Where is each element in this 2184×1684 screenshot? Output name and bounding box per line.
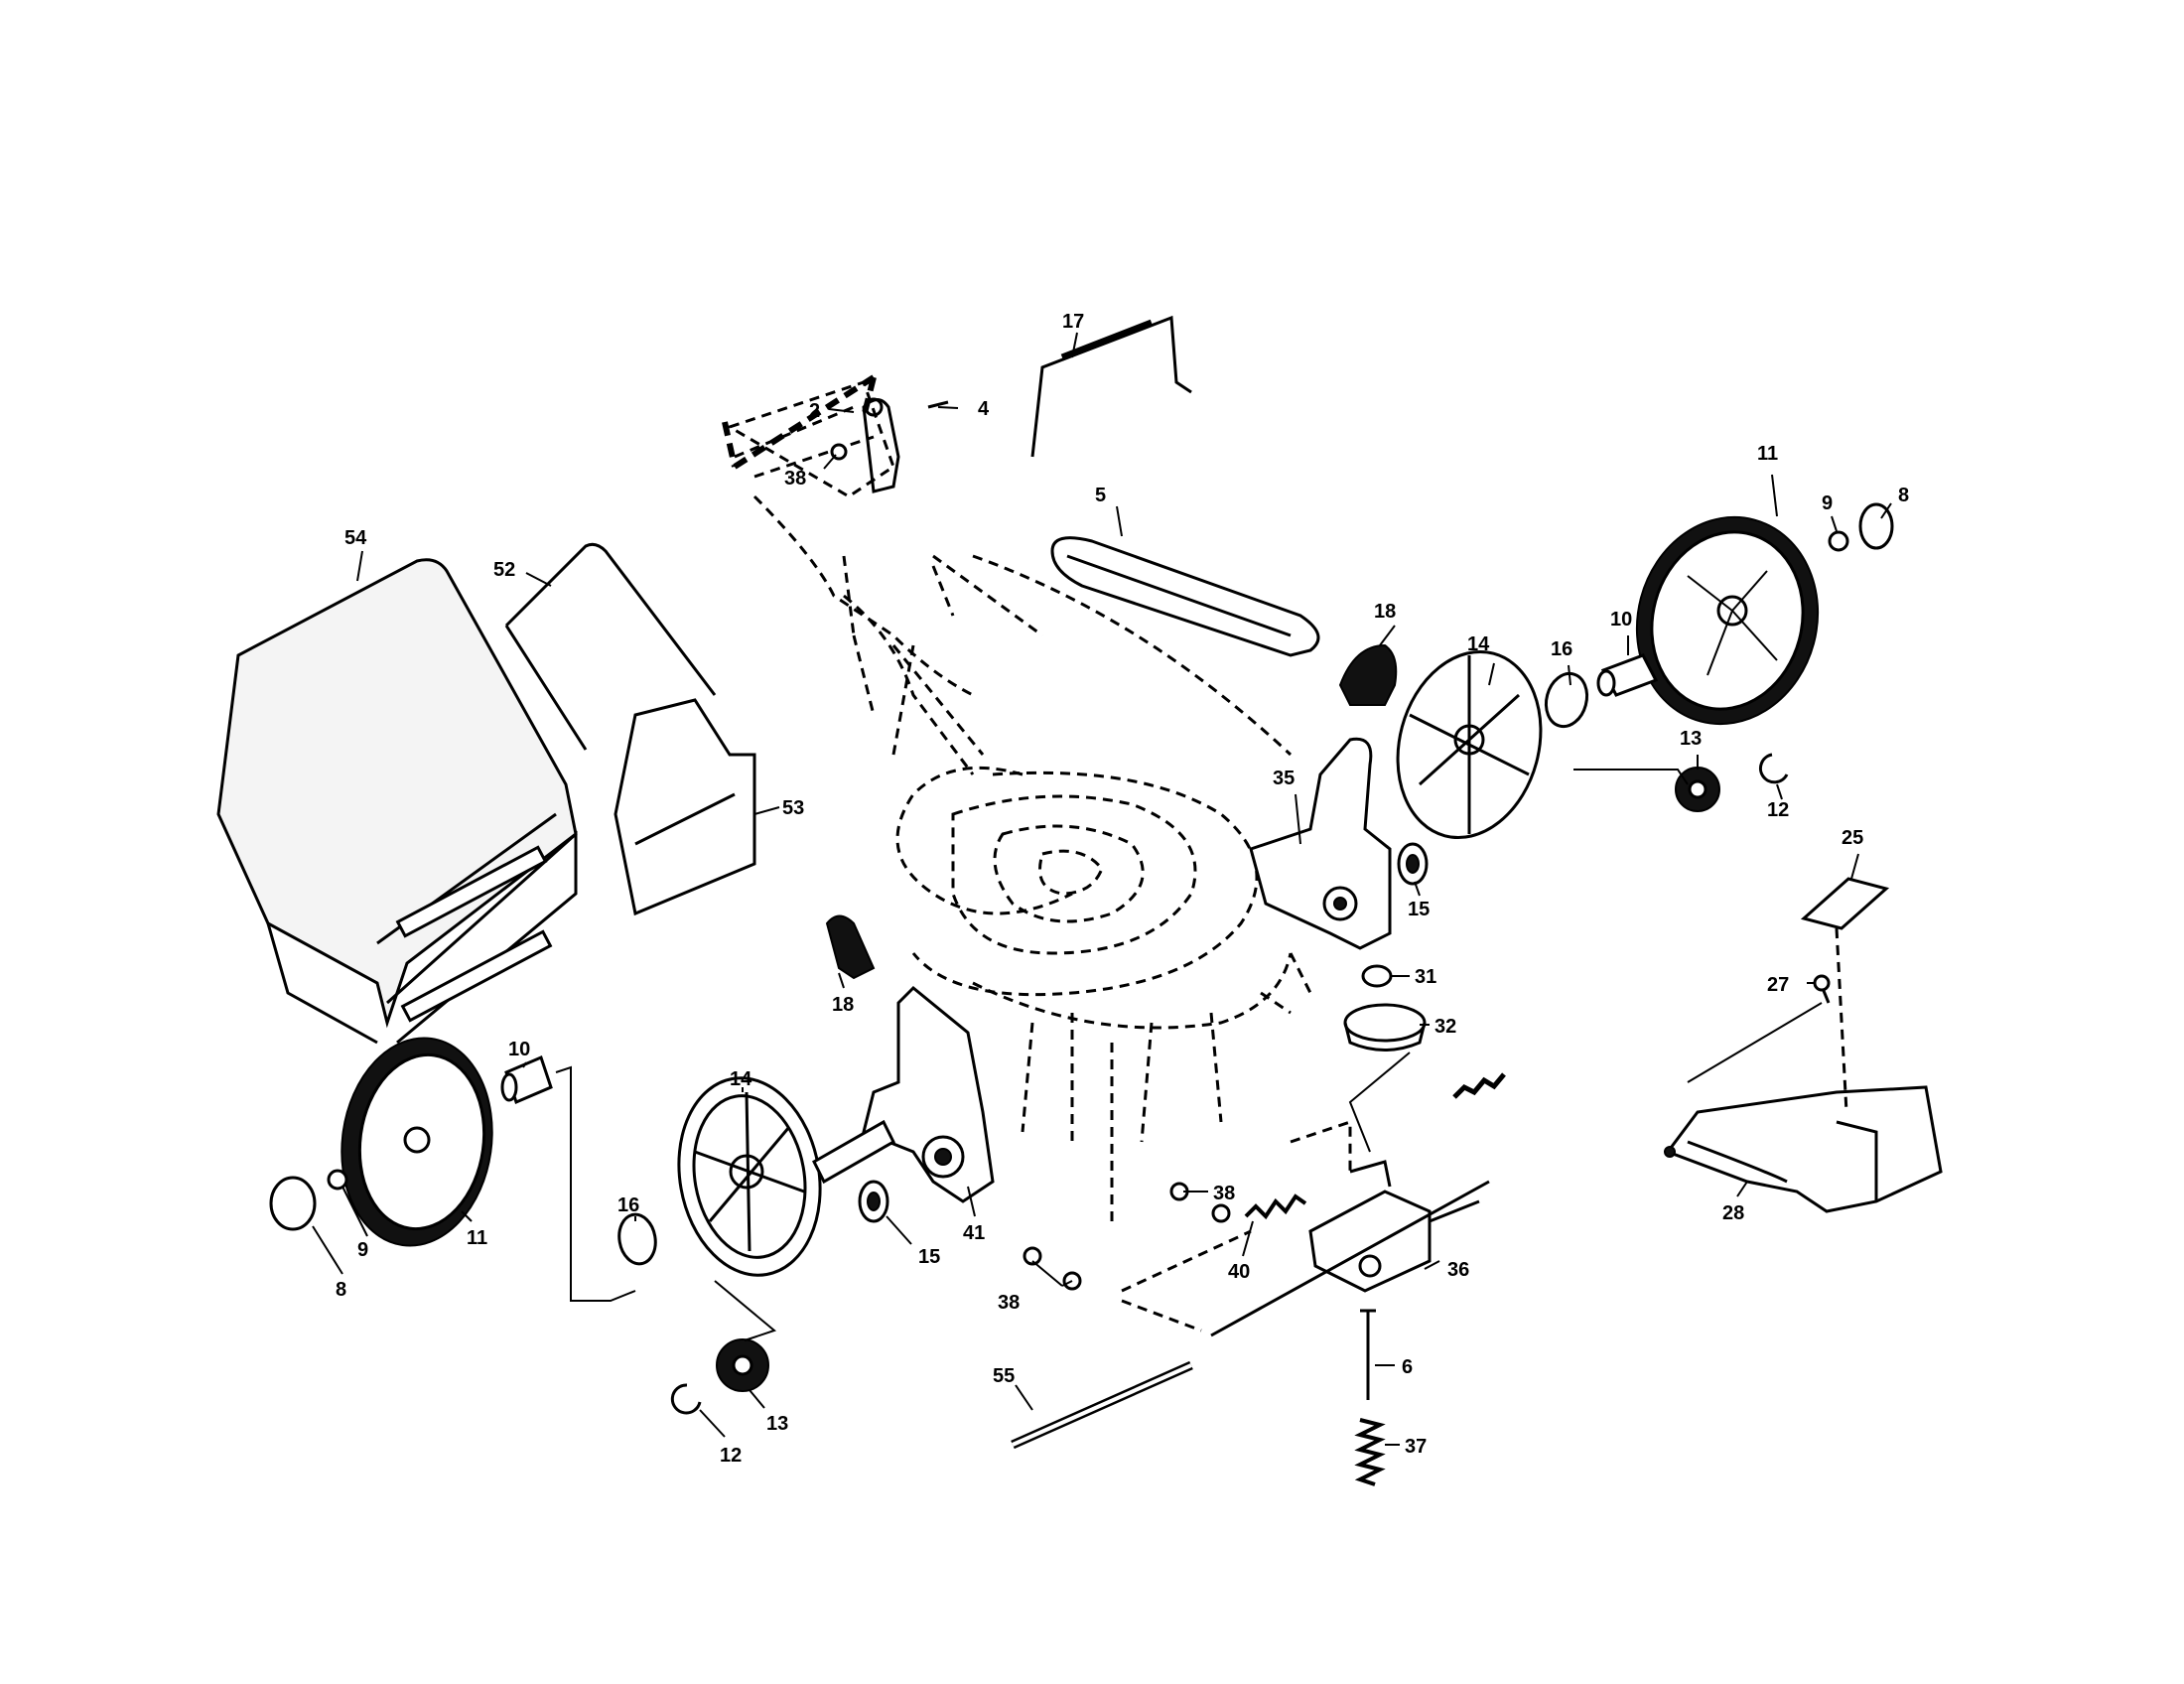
callout-16-right: 16 [1551,638,1572,660]
part-12-clip-left [670,1383,702,1415]
callout-36: 36 [1447,1259,1469,1281]
part-15-bearing-right [1397,842,1429,886]
part-28-chute [1664,1085,1943,1213]
callout-13-left: 13 [766,1413,788,1435]
axle-line-left [555,1065,636,1302]
callout-11-right: 11 [1757,443,1778,465]
callout-41: 41 [963,1222,985,1244]
part-54-grass-bag [216,558,578,1045]
callout-15-right: 15 [1408,899,1430,920]
part-31-cap [1361,964,1393,988]
part-38-nuts-lower [1023,1182,1231,1291]
part-11-wheel-left [341,1037,493,1247]
callout-25: 25 [1842,827,1863,849]
callout-35: 35 [1273,768,1295,789]
upper-handle-dashed [722,374,955,636]
part-55-axle-rod [1011,1360,1193,1450]
callout-18-left: 18 [832,994,854,1016]
transmission-link-dashed [1290,1119,1352,1172]
callout-2: 2 [809,400,820,422]
callout-12-left: 12 [720,1445,742,1467]
callout-8-left: 8 [336,1279,346,1301]
part-37-spring [1354,1418,1386,1486]
rod-link-dashed [1121,1229,1252,1333]
spring-upper [1452,1072,1506,1099]
part-2-bracket [862,397,900,493]
callout-38-top: 38 [784,468,806,490]
callout-15-left: 15 [918,1246,940,1268]
callout-10-right: 10 [1610,609,1632,631]
callout-31: 31 [1415,966,1436,988]
part-16-washer-right [1544,671,1589,729]
part-36-transmission [1210,1160,1490,1337]
callout-labels: 17 4 2 38 5 11 9 8 54 52 18 14 16 10 13 … [336,311,1909,1467]
callout-37: 37 [1405,1436,1427,1458]
part-52-frame [504,542,717,751]
part-8-cap-left [269,1176,317,1231]
callout-12-right: 12 [1767,799,1789,821]
gear-leader-left [714,1280,777,1341]
callout-32: 32 [1434,1016,1456,1038]
callout-52: 52 [493,559,515,581]
callout-6: 6 [1402,1356,1413,1378]
callout-16-left: 16 [617,1194,639,1216]
part-9-nut-left [327,1169,348,1191]
callout-13-right: 13 [1680,728,1702,750]
leader-lines [312,332,1892,1446]
part-9-nut-right [1828,530,1849,552]
part-14-wheel-rim-left [677,1076,822,1277]
label-leader-dashed [1835,927,1848,1113]
callout-9-right: 9 [1822,492,1833,514]
part-17-bail [1030,315,1192,458]
callout-53: 53 [782,797,804,819]
part-27-screw [1813,974,1831,1004]
part-18-pad-right [1338,643,1398,706]
part-40-spring [1244,1193,1307,1220]
screw-leader [1687,1002,1823,1083]
deck-outline-dashed [726,380,1312,1221]
part-53-frame [614,698,756,916]
callout-5: 5 [1095,485,1106,506]
callout-18-right: 18 [1374,601,1396,623]
part-25-label [1800,877,1890,930]
part-35-bracket [1249,737,1392,950]
part-12-clip-right [1759,753,1789,784]
part-8-cap-right [1858,502,1894,550]
part-15-bearing-left [858,1180,889,1223]
callout-9-left: 9 [357,1239,368,1261]
callout-28: 28 [1722,1202,1744,1224]
part-10-bushing-left [500,1054,553,1105]
part-5-belt [1050,536,1320,657]
part-32-cover [1343,1003,1427,1052]
callout-14-left: 14 [730,1068,752,1090]
part-4-bolt [927,400,949,409]
callout-38-middle: 38 [1213,1183,1235,1204]
callout-8-right: 8 [1898,485,1909,506]
callout-40: 40 [1228,1261,1250,1283]
part-13-gear-left [716,1338,769,1392]
callout-14-right: 14 [1467,633,1490,655]
callout-10-left: 10 [508,1039,530,1060]
part-18-pad-left [825,914,876,980]
callout-54: 54 [344,527,367,549]
part-13-gear-right [1675,767,1720,812]
part-41-drive-bracket [812,985,995,1203]
callout-4: 4 [978,398,990,420]
callout-55: 55 [993,1365,1015,1387]
part-11-wheel-right [1635,515,1820,726]
part-14-wheel-rim-right [1396,649,1543,840]
callout-17: 17 [1062,311,1084,333]
callout-38-bottom: 38 [998,1292,1020,1314]
part-6-bolt [1360,1309,1376,1400]
part-16-washer-left [617,1212,657,1266]
callout-11-left: 11 [467,1227,487,1249]
part-10-bushing-right [1596,653,1659,697]
cover-leader [1348,1052,1411,1153]
axle-line-right [1573,769,1689,785]
callout-27: 27 [1767,974,1789,996]
